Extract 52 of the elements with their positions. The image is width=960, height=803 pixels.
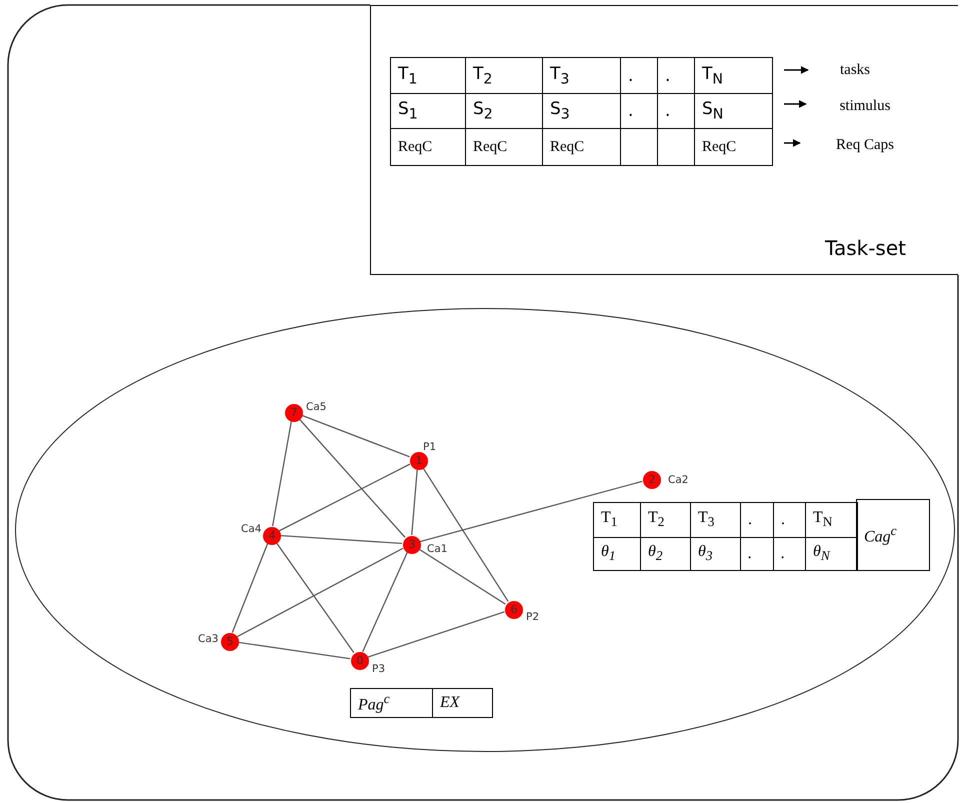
node-label: P2 bbox=[526, 611, 540, 623]
node-label: Ca2 bbox=[668, 474, 688, 486]
network-edge bbox=[362, 552, 408, 652]
node-label: P3 bbox=[372, 663, 386, 675]
network-edge bbox=[278, 464, 410, 532]
table-cell: θ$_{1}$ bbox=[593, 537, 641, 571]
table-cell: T$_{1}$ bbox=[390, 57, 466, 94]
table-cell: T$_{N}$ bbox=[805, 502, 858, 538]
node-label: Ca4 bbox=[241, 523, 262, 535]
table-cell: T$_{N}$ bbox=[694, 57, 773, 94]
table-cell: Cag$^{c}$ bbox=[856, 499, 930, 571]
network-edge bbox=[420, 480, 642, 542]
network-edge bbox=[422, 467, 509, 602]
network-edge bbox=[411, 468, 418, 536]
outer-frame bbox=[8, 5, 958, 800]
node-number: 6 bbox=[510, 602, 518, 618]
node-number: 4 bbox=[268, 528, 276, 544]
network-edge bbox=[232, 543, 268, 633]
network-edge bbox=[276, 542, 354, 653]
network-edge bbox=[301, 414, 410, 458]
table-cell: θ$_{N}$ bbox=[805, 537, 858, 571]
row-label: tasks bbox=[823, 59, 887, 81]
arrow bbox=[784, 100, 807, 108]
node-number: 2 bbox=[648, 472, 656, 488]
node-label: Ca5 bbox=[306, 401, 326, 413]
node-label: Ca3 bbox=[198, 633, 218, 645]
ellipse-region bbox=[15, 308, 955, 752]
node-number: 7 bbox=[290, 405, 298, 421]
row-label: Req Caps bbox=[815, 134, 915, 156]
node-label: P1 bbox=[423, 441, 436, 453]
table-cell: ReqC bbox=[694, 128, 773, 166]
arrow bbox=[784, 139, 801, 147]
task-set-panel bbox=[370, 5, 958, 275]
row-label: stimulus bbox=[821, 95, 909, 117]
table-cell: EX bbox=[432, 688, 493, 718]
table-cell: T$_{1}$ bbox=[593, 502, 641, 538]
table-cell: Pag$^{c}$ bbox=[350, 688, 433, 718]
node-number: 1 bbox=[414, 453, 424, 469]
node-number: 5 bbox=[226, 634, 234, 650]
panel-title: Task-set bbox=[825, 236, 906, 260]
node-label: Ca1 bbox=[427, 543, 448, 555]
network-edge bbox=[280, 534, 402, 544]
arrow bbox=[784, 66, 809, 74]
table-cell: ReqC bbox=[390, 128, 466, 166]
network-edge bbox=[367, 611, 505, 658]
network-edge bbox=[298, 418, 406, 538]
network-edge bbox=[236, 548, 404, 638]
node-number: 0 bbox=[356, 653, 364, 669]
node-number: 3 bbox=[408, 537, 416, 553]
network-edge bbox=[272, 420, 292, 526]
network-edge bbox=[418, 548, 506, 605]
network-edge bbox=[238, 642, 350, 660]
